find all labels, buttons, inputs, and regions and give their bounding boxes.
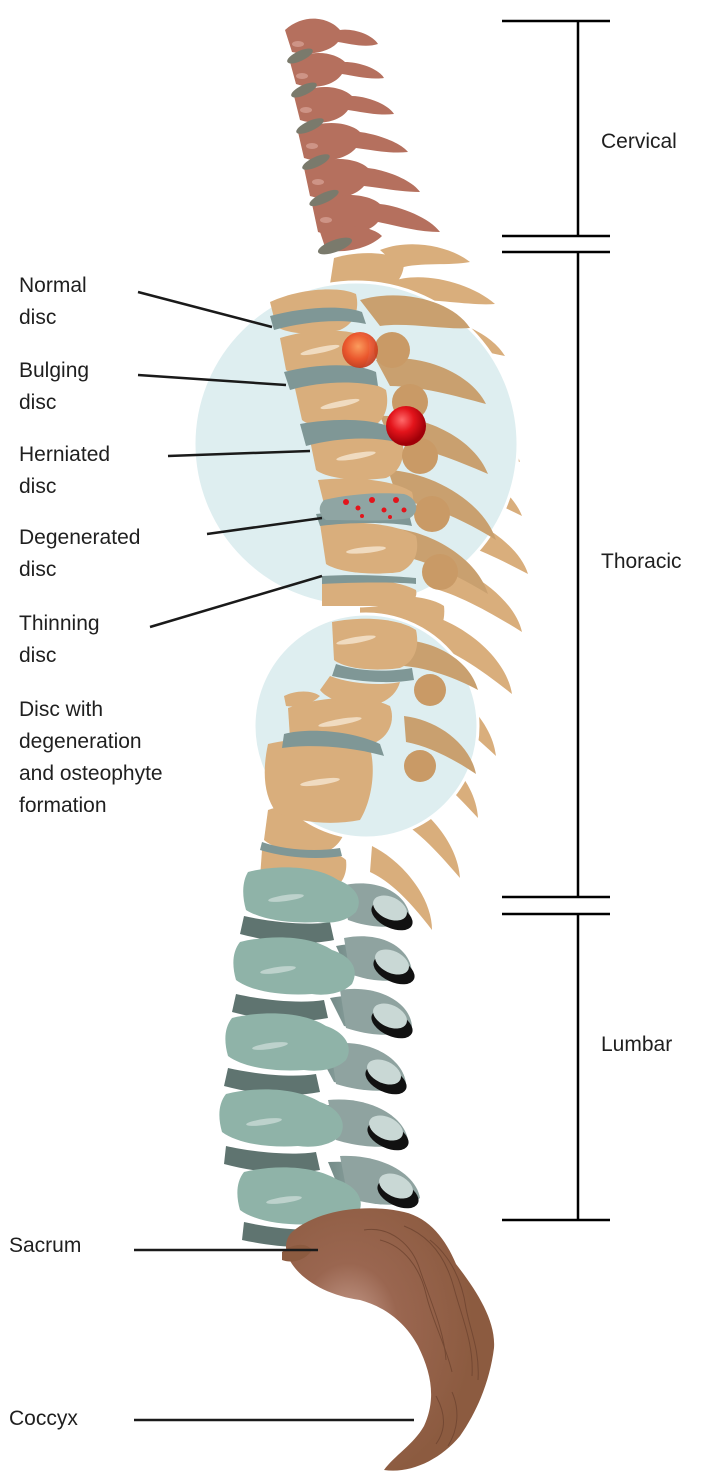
cervical-label: Cervical — [601, 126, 677, 158]
magnifier-osteophyte — [254, 614, 478, 838]
degenerated-disc-label: Degenerated disc — [19, 522, 140, 586]
sacrum-label: Sacrum — [9, 1230, 81, 1262]
herniated-disc-label: Herniated disc — [19, 439, 110, 503]
thoracic-label: Thoracic — [601, 546, 682, 578]
magnifier-disc-conditions — [194, 282, 518, 606]
lumbar-vertebrae — [219, 867, 423, 1247]
bulging-disc-marker — [342, 332, 378, 368]
lumbar-label: Lumbar — [601, 1029, 672, 1061]
coccyx-label: Coccyx — [9, 1403, 78, 1435]
region-bracket — [502, 21, 610, 1220]
cervical-vertebrae — [285, 19, 440, 258]
bulging-disc-label: Bulging disc — [19, 355, 89, 419]
normal-disc-label: Normal disc — [19, 270, 87, 334]
osteophyte-disc-label: Disc with degeneration and osteophyte fo… — [19, 694, 163, 822]
thinning-disc-label: Thinning disc — [19, 608, 100, 672]
sacrum-coccyx — [282, 1208, 494, 1470]
herniated-disc-marker — [386, 406, 426, 446]
